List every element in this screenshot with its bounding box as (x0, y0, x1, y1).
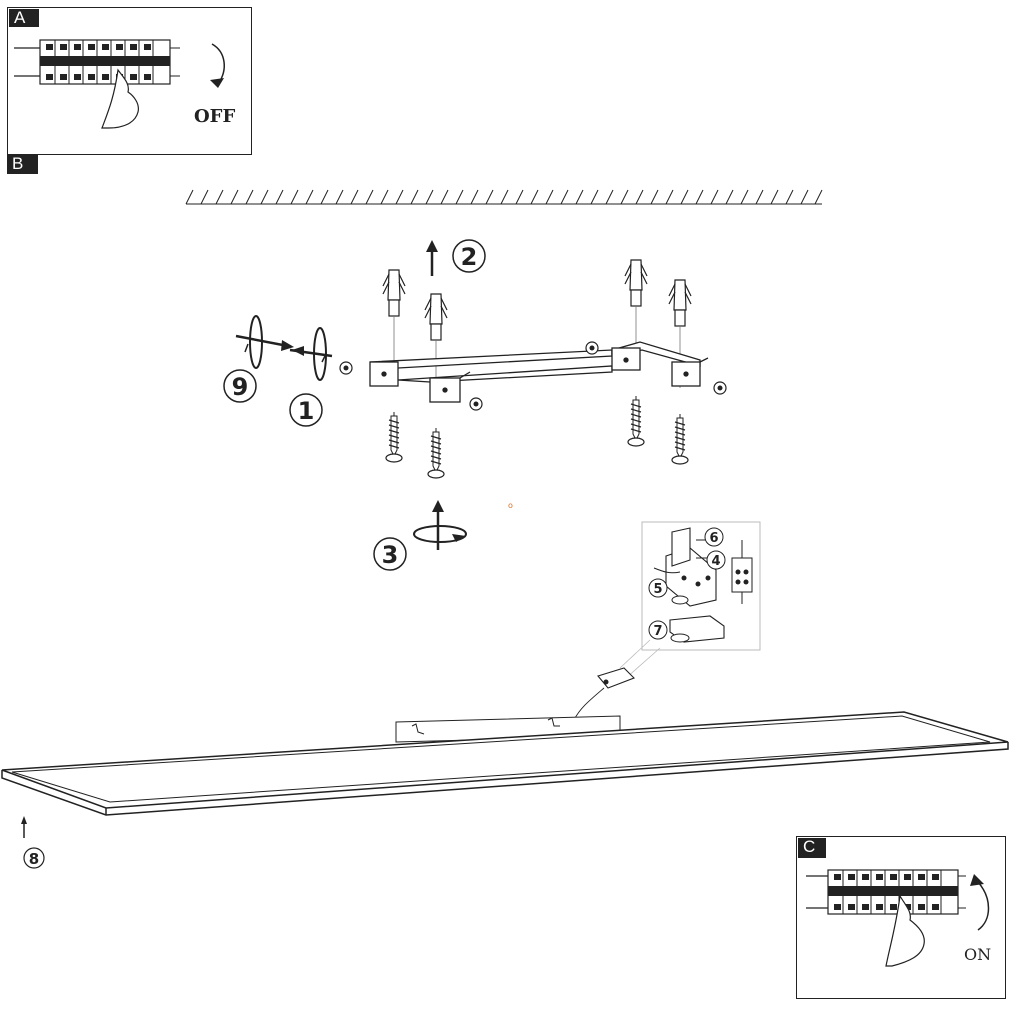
step-marker-9: 9 (223, 369, 257, 403)
panel-a-caption: OFF (194, 106, 235, 127)
svg-text:2: 2 (461, 243, 478, 271)
panel-c-breakers (806, 869, 990, 967)
panel-a-breakers (14, 39, 225, 129)
panel-b-tag: B (7, 155, 38, 174)
svg-text:4: 4 (711, 554, 720, 569)
panel-c-caption: ON (964, 945, 991, 964)
svg-text:1: 1 (298, 397, 315, 425)
svg-text:6: 6 (709, 531, 718, 546)
svg-text:9: 9 (232, 373, 249, 401)
power-connector (573, 639, 661, 721)
twist-arrow-icon (413, 500, 467, 550)
stray-mark: o (508, 501, 513, 510)
panel-a-tag: A (9, 9, 39, 27)
step-marker-4: 4 (706, 550, 726, 570)
step-marker-2: 2 (452, 239, 486, 273)
led-panel (1, 711, 1009, 816)
panel-c-tag: C (798, 838, 826, 858)
ceiling-hatch (185, 189, 823, 205)
svg-text:8: 8 (29, 850, 39, 868)
step-marker-5: 5 (648, 578, 668, 598)
step-marker-3: 3 (373, 537, 407, 571)
step-marker-1: 1 (289, 393, 323, 427)
step-marker-6: 6 (704, 527, 724, 547)
screws (385, 395, 689, 479)
up-arrow-icon (426, 240, 438, 276)
rotation-ring-icons (235, 315, 333, 381)
svg-text:7: 7 (653, 624, 662, 639)
svg-text:5: 5 (653, 582, 662, 597)
step-marker-7: 7 (648, 620, 668, 640)
svg-text:3: 3 (382, 541, 399, 569)
step-marker-8: 8 (23, 847, 45, 869)
up-arrow-icon-small (21, 816, 27, 838)
mounting-bracket (369, 341, 709, 403)
